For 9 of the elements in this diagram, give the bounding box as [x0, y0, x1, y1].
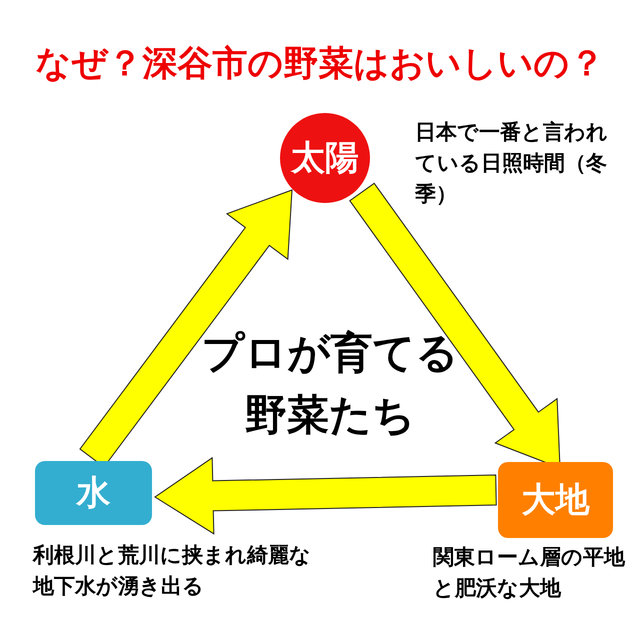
node-caption: 関東ローム層の平地と肥沃な大地 [433, 544, 626, 602]
earth-box: 大地 [498, 462, 613, 538]
water-box: 水 [35, 461, 152, 525]
node-caption: 日本で一番と言われている日照時間（冬季） [415, 119, 609, 208]
sun-circle: 太陽 [280, 113, 370, 203]
block-arrow [154, 456, 497, 535]
node-caption: 利根川と荒川に挟まれ綺麗な地下水が湧き出る [33, 542, 312, 600]
center-label: プロが育てる野菜たち [200, 327, 460, 441]
title: なぜ？深谷市の野菜はおいしいの？ [34, 43, 606, 86]
